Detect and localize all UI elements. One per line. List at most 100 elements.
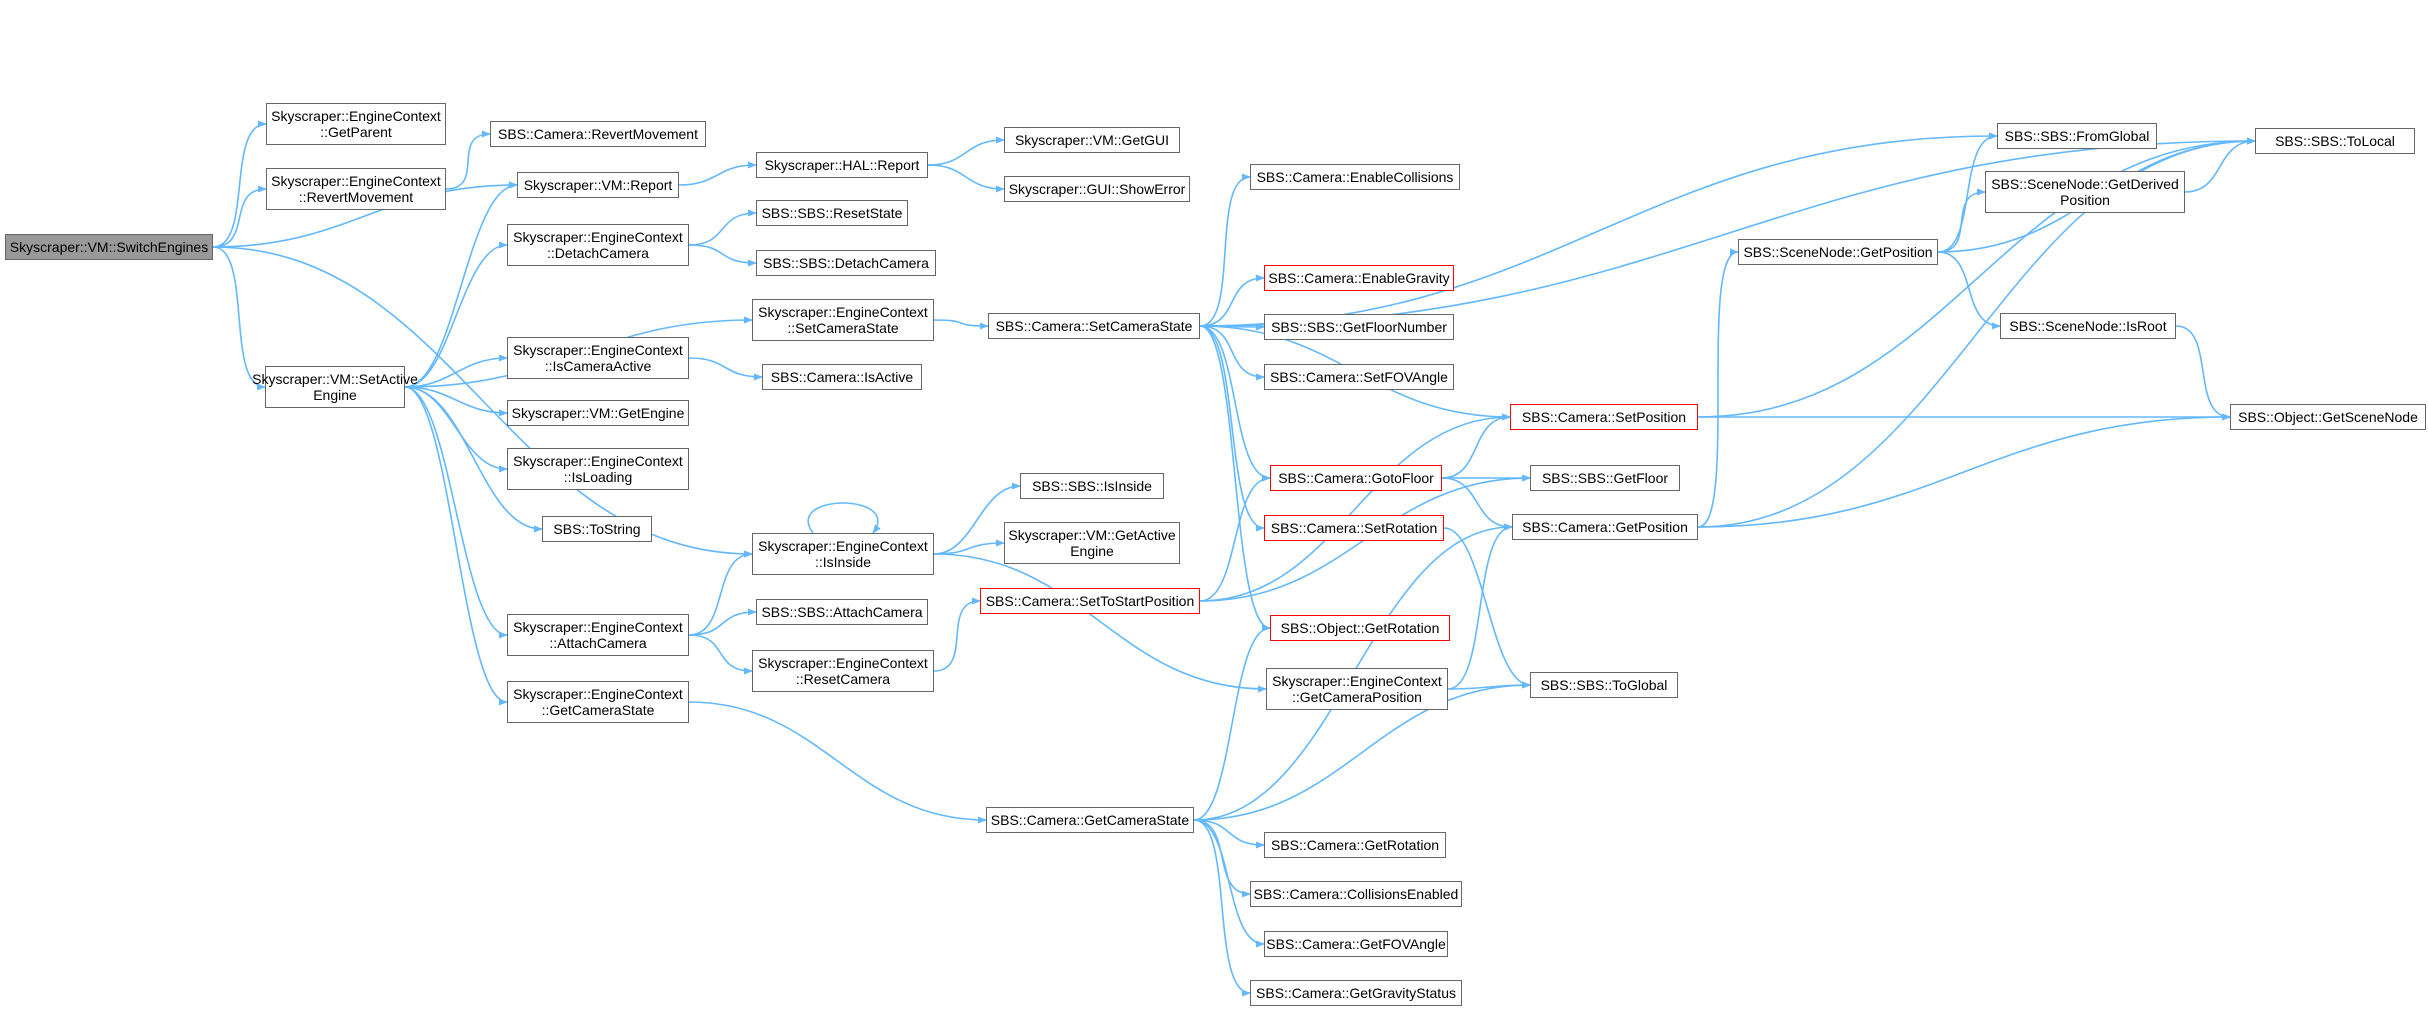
edge-setactive-to-getcamstate bbox=[404, 386, 508, 706]
node-getactive[interactable]: Skyscraper::VM::GetActive Engine bbox=[1004, 522, 1180, 564]
node-setfov[interactable]: SBS::Camera::SetFOVAngle bbox=[1264, 364, 1454, 390]
node-tolocal[interactable]: SBS::SBS::ToLocal bbox=[2255, 128, 2415, 154]
node-getcamstate[interactable]: Skyscraper::EngineContext ::GetCameraSta… bbox=[507, 681, 689, 723]
edge-vm_report-to-hal_report bbox=[678, 161, 757, 186]
node-getparent[interactable]: Skyscraper::EngineContext ::GetParent bbox=[266, 103, 446, 145]
node-vm-report[interactable]: Skyscraper::VM::Report bbox=[517, 172, 679, 198]
edge-cam_setcamstate-to-obj_getrot bbox=[1199, 325, 1271, 632]
node-sn-getpos[interactable]: SBS::SceneNode::GetPosition bbox=[1738, 239, 1938, 265]
node-setrotation[interactable]: SBS::Camera::SetRotation bbox=[1264, 515, 1444, 541]
edge-attach-to-sbs_attach bbox=[688, 608, 757, 636]
edge-switch-to-setactive bbox=[212, 246, 266, 391]
node-sbs-detach[interactable]: SBS::SBS::DetachCamera bbox=[756, 250, 936, 276]
edge-cam_getcamstate-to-obj_getrot bbox=[1193, 624, 1271, 821]
node-sbs-isinside[interactable]: SBS::SBS::IsInside bbox=[1020, 473, 1164, 499]
edge-setactive-to-vm_report bbox=[404, 181, 518, 388]
edge-detach-to-sbs_detach bbox=[688, 244, 757, 267]
edge-setcamstate-to-cam_setcamstate bbox=[933, 319, 989, 330]
edge-hal_report-to-getgui bbox=[927, 136, 1005, 166]
node-cam-revert[interactable]: SBS::Camera::RevertMovement bbox=[490, 121, 706, 147]
node-hal-report[interactable]: Skyscraper::HAL::Report bbox=[756, 152, 928, 178]
edge-gotofloor-to-setposition bbox=[1441, 413, 1511, 479]
node-collenabled[interactable]: SBS::Camera::CollisionsEnabled bbox=[1250, 881, 1462, 907]
edge-switch-to-vm_report bbox=[212, 181, 518, 248]
node-getfloor[interactable]: SBS::SBS::GetFloor bbox=[1530, 465, 1680, 491]
edge-iscamactive-to-cam_isactive bbox=[688, 357, 763, 381]
edge-sn_getpos-to-derived bbox=[1937, 188, 1986, 253]
edge-sn_getpos-to-isroot bbox=[1937, 251, 2001, 330]
node-getgravstatus[interactable]: SBS::Camera::GetGravityStatus bbox=[1250, 980, 1462, 1006]
edge-cam_setcamstate-to-enablegrav bbox=[1199, 274, 1265, 327]
node-sbs-attach[interactable]: SBS::SBS::AttachCamera bbox=[756, 599, 928, 625]
node-setcamstate[interactable]: Skyscraper::EngineContext ::SetCameraSta… bbox=[752, 299, 934, 341]
node-derived[interactable]: SBS::SceneNode::GetDerived Position bbox=[1985, 171, 2185, 213]
node-tostring[interactable]: SBS::ToString bbox=[542, 516, 652, 542]
node-enablecoll[interactable]: SBS::Camera::EnableCollisions bbox=[1250, 164, 1460, 190]
edge-cam_getcamstate-to-toglobal bbox=[1193, 681, 1531, 821]
node-getfloornum[interactable]: SBS::SBS::GetFloorNumber bbox=[1264, 314, 1454, 340]
edge-switch-to-ctx_revert bbox=[212, 185, 267, 248]
node-getscenenode[interactable]: SBS::Object::GetSceneNode bbox=[2230, 404, 2426, 430]
edge-resetcam-to-settostart bbox=[933, 597, 981, 672]
node-cam-getrot[interactable]: SBS::Camera::GetRotation bbox=[1264, 832, 1446, 858]
node-cam-isactive[interactable]: SBS::Camera::IsActive bbox=[762, 364, 922, 390]
edge-isinside-to-ctx_getcampos bbox=[933, 553, 1267, 693]
node-attach[interactable]: Skyscraper::EngineContext ::AttachCamera bbox=[507, 614, 689, 656]
edge-settostart-to-setposition bbox=[1199, 413, 1511, 602]
edge-setactive-to-iscamactive bbox=[404, 354, 508, 388]
edge-attach-to-resetcam bbox=[688, 634, 753, 675]
edge-sn_getpos-to-fromglobal bbox=[1937, 132, 1998, 253]
node-getengine[interactable]: Skyscraper::VM::GetEngine bbox=[507, 400, 689, 426]
edge-setactive-to-tostring bbox=[404, 386, 543, 533]
edge-cam_getcamstate-to-getgravstatus bbox=[1193, 819, 1251, 997]
edge-cam_getpos-to-tolocal bbox=[1697, 137, 2256, 528]
edge-derived-to-tolocal bbox=[2184, 137, 2256, 193]
node-enablegrav[interactable]: SBS::Camera::EnableGravity bbox=[1264, 265, 1454, 291]
edge-gotofloor-to-cam_getpos bbox=[1441, 477, 1513, 531]
edge-setrotation-to-toglobal bbox=[1443, 527, 1531, 689]
node-cam-setcamstate[interactable]: SBS::Camera::SetCameraState bbox=[988, 313, 1200, 339]
edge-hal_report-to-showerror bbox=[927, 164, 1005, 193]
node-cam-getcamstate[interactable]: SBS::Camera::GetCameraState bbox=[986, 807, 1194, 833]
node-getfov[interactable]: SBS::Camera::GetFOVAngle bbox=[1264, 931, 1448, 957]
node-isroot[interactable]: SBS::SceneNode::IsRoot bbox=[2000, 313, 2176, 339]
edge-switch-to-getparent bbox=[212, 120, 267, 248]
edge-attach-to-isinside bbox=[688, 550, 753, 636]
node-iscamactive[interactable]: Skyscraper::EngineContext ::IsCameraActi… bbox=[507, 337, 689, 379]
edge-isinside-to-isinside bbox=[807, 502, 881, 534]
node-getgui[interactable]: Skyscraper::VM::GetGUI bbox=[1004, 127, 1180, 153]
node-cam-getpos[interactable]: SBS::Camera::GetPosition bbox=[1512, 514, 1698, 540]
edge-setactive-to-getengine bbox=[404, 386, 508, 417]
node-resetstate[interactable]: SBS::SBS::ResetState bbox=[756, 200, 908, 226]
node-obj-getrot[interactable]: SBS::Object::GetRotation bbox=[1270, 615, 1450, 641]
edge-ctx_revert-to-cam_revert bbox=[445, 130, 491, 190]
edge-switch-to-isinside bbox=[212, 246, 753, 558]
node-detach[interactable]: Skyscraper::EngineContext ::DetachCamera bbox=[507, 224, 689, 266]
node-isloading[interactable]: Skyscraper::EngineContext ::IsLoading bbox=[507, 448, 689, 490]
node-showerror[interactable]: Skyscraper::GUI::ShowError bbox=[1004, 176, 1190, 202]
edge-setactive-to-detach bbox=[404, 241, 508, 388]
edge-getcamstate-to-cam_getcamstate bbox=[688, 701, 987, 824]
node-resetcam[interactable]: Skyscraper::EngineContext ::ResetCamera bbox=[752, 650, 934, 692]
edge-cam_getcamstate-to-getfov bbox=[1193, 819, 1265, 948]
edge-cam_setcamstate-to-gotofloor bbox=[1199, 325, 1271, 482]
edge-cam_setcamstate-to-setfov bbox=[1199, 325, 1265, 381]
node-setposition[interactable]: SBS::Camera::SetPosition bbox=[1510, 404, 1698, 430]
node-ctx-revert[interactable]: Skyscraper::EngineContext ::RevertMoveme… bbox=[266, 168, 446, 210]
node-settostart[interactable]: SBS::Camera::SetToStartPosition bbox=[980, 588, 1200, 614]
edge-cam_setcamstate-to-setrotation bbox=[1199, 325, 1265, 532]
node-ctx-getcampos[interactable]: Skyscraper::EngineContext ::GetCameraPos… bbox=[1266, 668, 1448, 710]
edge-settostart-to-gotofloor bbox=[1199, 474, 1271, 602]
node-fromglobal[interactable]: SBS::SBS::FromGlobal bbox=[1997, 123, 2157, 149]
edge-isroot-to-getscenenode bbox=[2175, 325, 2231, 421]
node-isinside[interactable]: Skyscraper::EngineContext ::IsInside bbox=[752, 533, 934, 575]
node-switch[interactable]: Skyscraper::VM::SwitchEngines bbox=[5, 234, 213, 260]
edge-ctx_getcampos-to-cam_getpos bbox=[1447, 523, 1513, 690]
node-gotofloor[interactable]: SBS::Camera::GotoFloor bbox=[1270, 465, 1442, 491]
edge-cam_setcamstate-to-enablecoll bbox=[1199, 173, 1251, 327]
node-toglobal[interactable]: SBS::SBS::ToGlobal bbox=[1530, 672, 1678, 698]
node-setactive[interactable]: Skyscraper::VM::SetActive Engine bbox=[252, 366, 418, 408]
edge-detach-to-resetstate bbox=[688, 209, 757, 246]
edge-cam_getpos-to-sn_getpos bbox=[1697, 248, 1739, 528]
